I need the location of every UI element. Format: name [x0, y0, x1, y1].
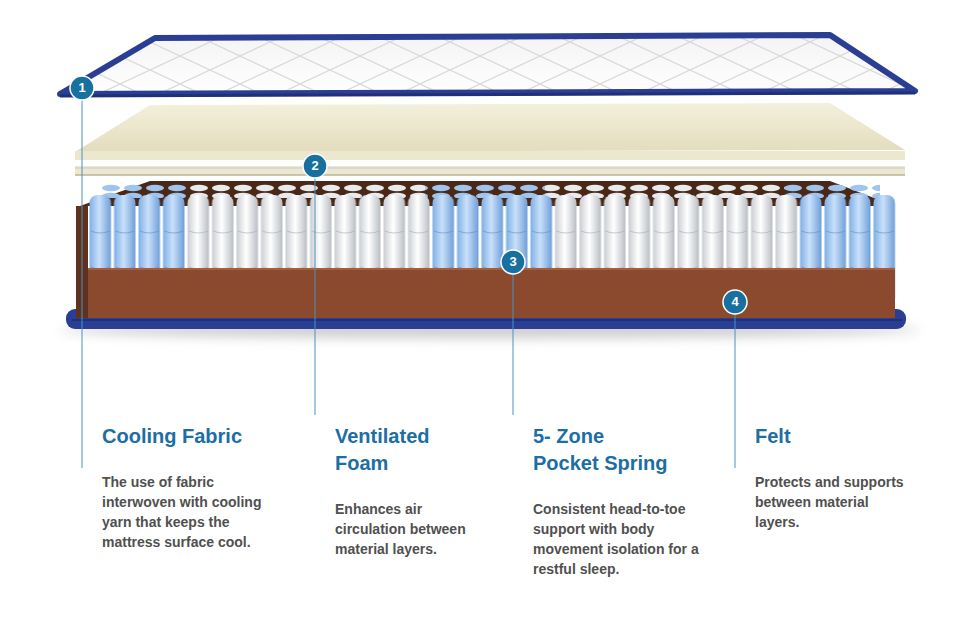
- felt-edge: [80, 268, 895, 270]
- part-name: Felt: [755, 423, 885, 450]
- label-column: Cooling FabricThe use of fabric interwov…: [102, 423, 302, 552]
- label-column: FeltProtects and supports between materi…: [755, 423, 905, 532]
- leader-line: [735, 313, 736, 468]
- cover-quilting: [60, 35, 915, 93]
- callout-number: 4: [724, 291, 746, 313]
- callout-circle: [501, 250, 525, 274]
- part-description: Protects and supports between material l…: [755, 472, 905, 532]
- callout-number: 1: [71, 77, 93, 99]
- part-name: 5- Zone Pocket Spring: [533, 423, 671, 477]
- part-description: Consistent head-to-toe support with body…: [533, 499, 705, 579]
- base-line: [72, 319, 902, 321]
- leader-line: [82, 99, 83, 468]
- callout-number: 2: [304, 155, 326, 177]
- callout-circle: [723, 290, 747, 314]
- foam-bottom: [75, 174, 905, 176]
- part-description: Enhances air circulation between materia…: [335, 499, 495, 559]
- callout-circle: [303, 154, 327, 178]
- label-column: Ventilated FoamEnhances air circulation …: [335, 423, 495, 559]
- callout-number: 3: [502, 251, 524, 273]
- cover-edge: [60, 93, 915, 96]
- felt-front: [80, 268, 895, 318]
- foam-stripe: [75, 160, 905, 166]
- foam-front: [75, 151, 905, 175]
- cover-border: [60, 35, 915, 94]
- part-name: Cooling Fabric: [102, 423, 302, 450]
- foam-line: [75, 167, 905, 168]
- label-column: 5- Zone Pocket SpringConsistent head-to-…: [533, 423, 705, 579]
- cover-fill: [60, 35, 915, 97]
- part-name: Ventilated Foam: [335, 423, 465, 477]
- foam-top: [75, 103, 905, 152]
- part-description: The use of fabric interwoven with coolin…: [102, 472, 290, 552]
- callout-circle: [70, 76, 94, 100]
- leader-line: [513, 273, 514, 415]
- leader-line: [315, 177, 316, 415]
